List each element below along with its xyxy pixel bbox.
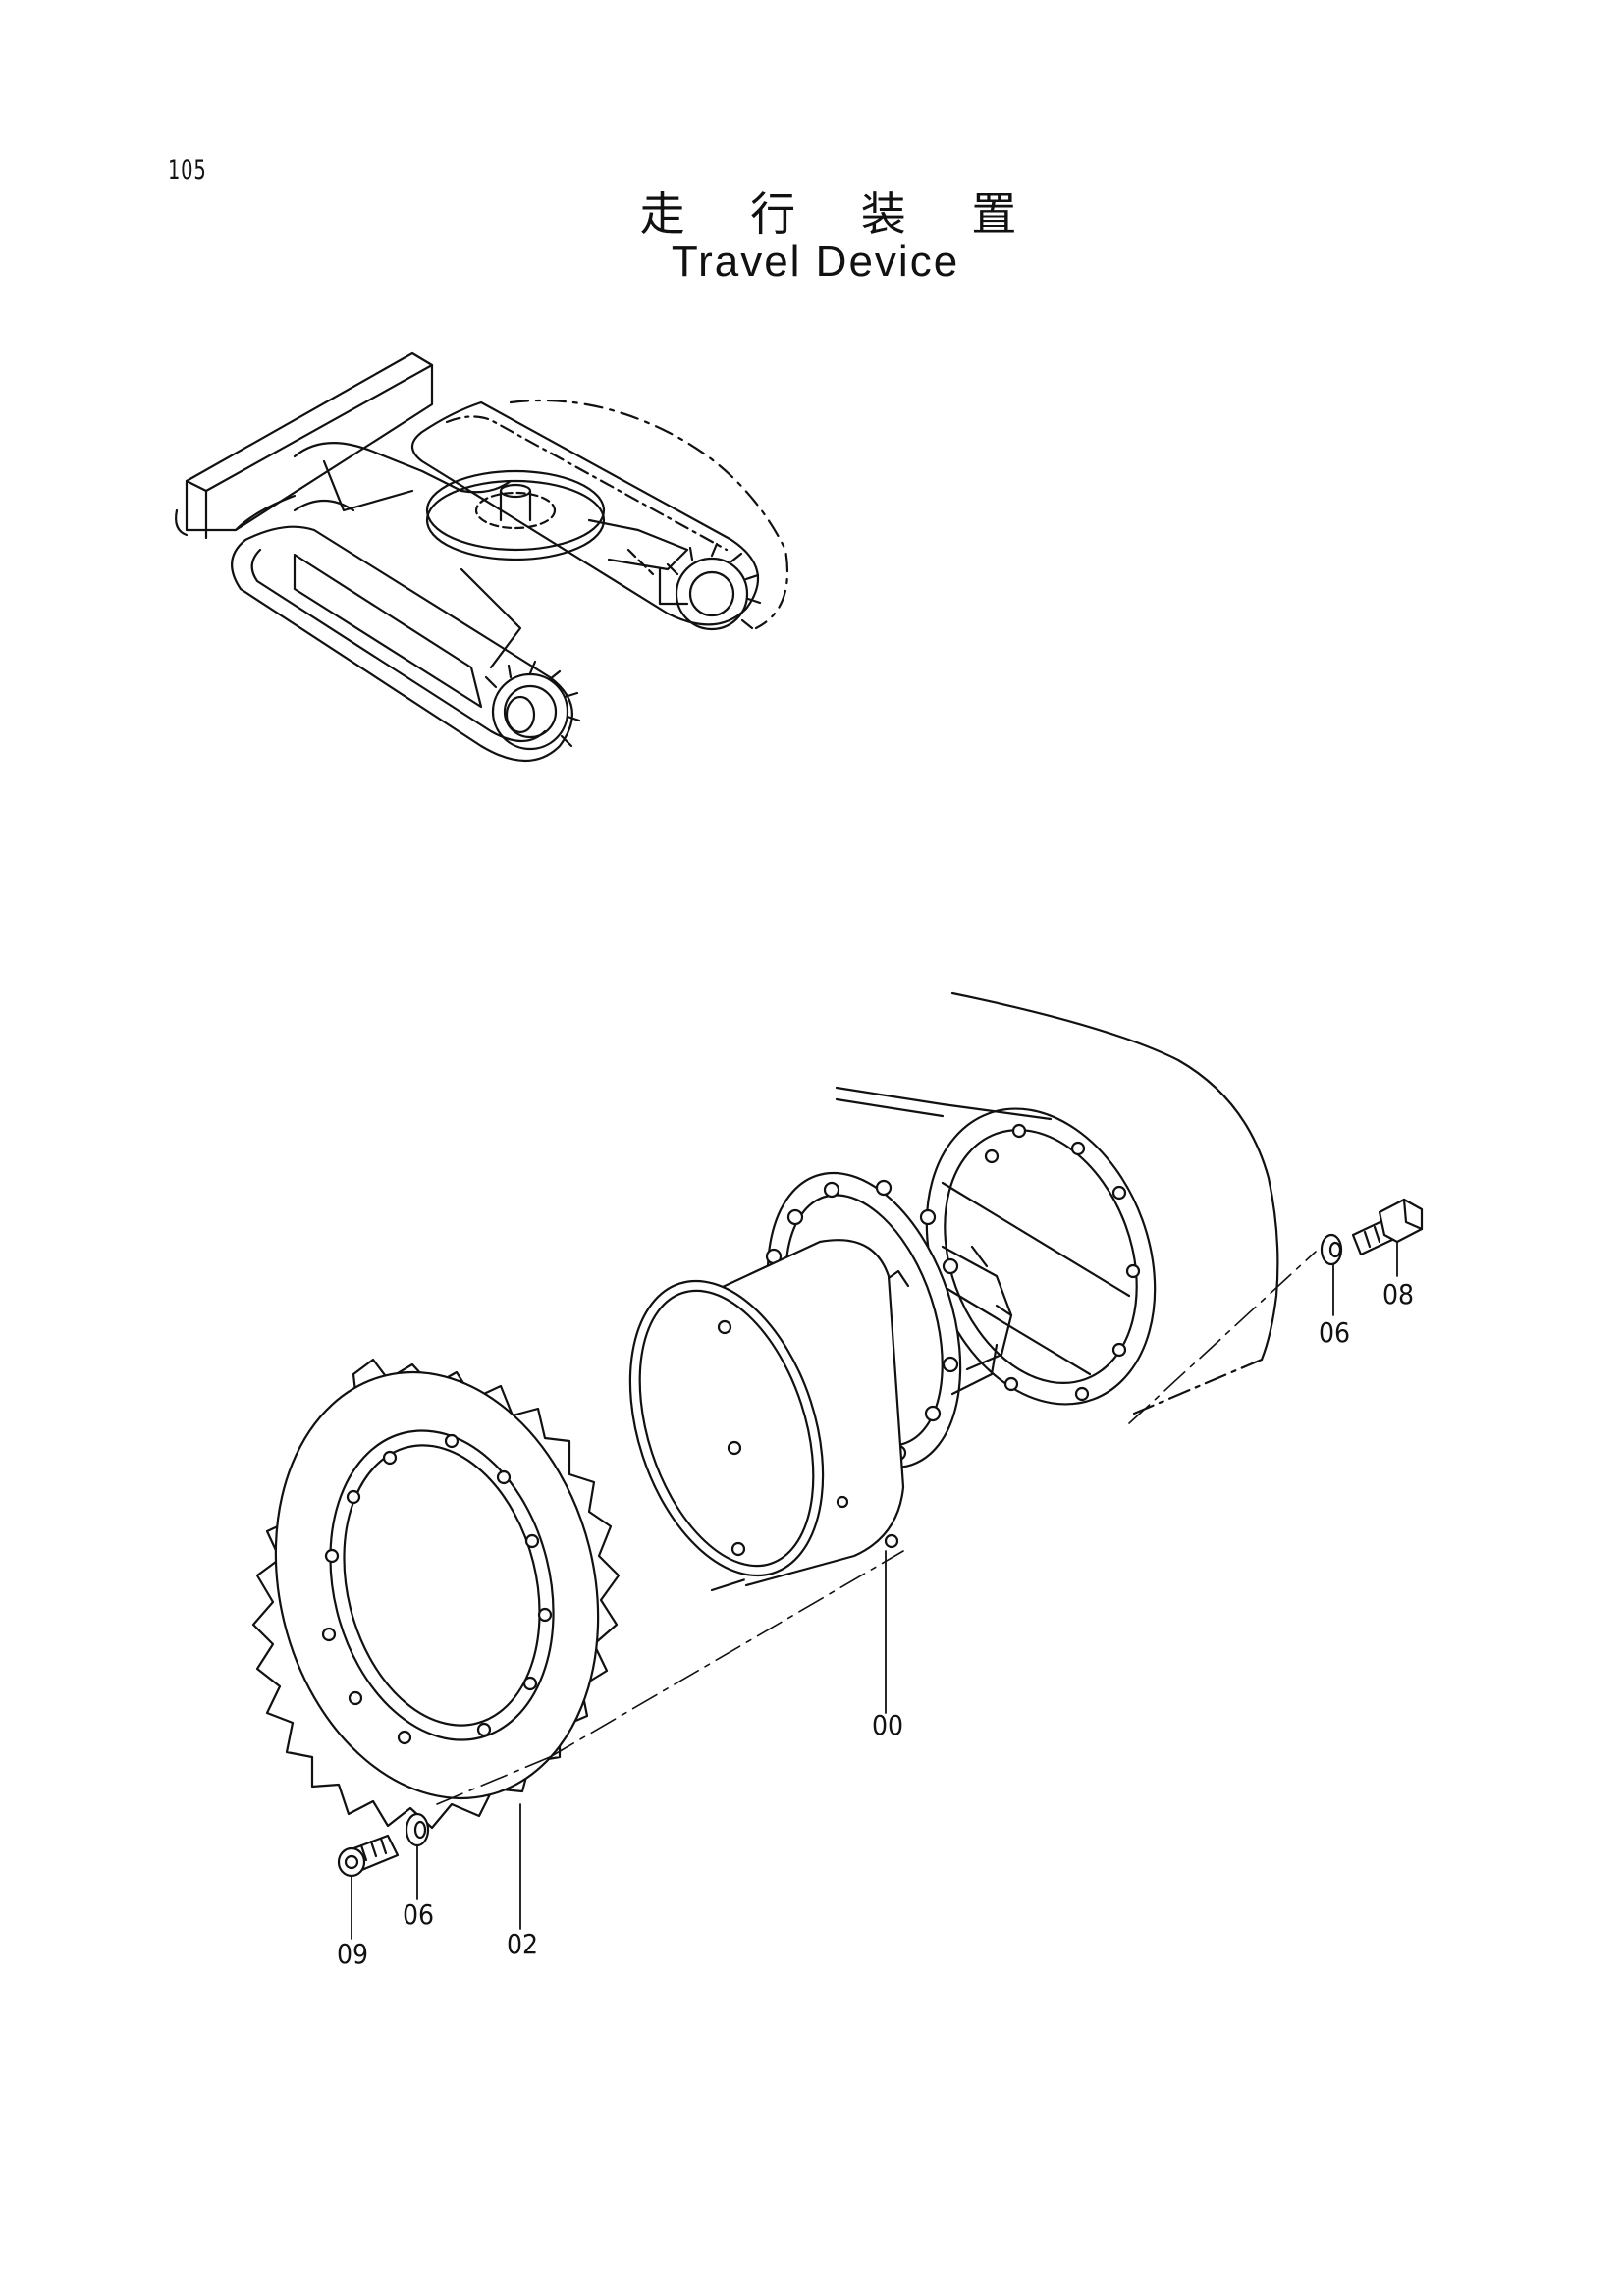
callout-08: 08 (1382, 1278, 1414, 1310)
left-sprocket-icon (484, 660, 581, 751)
callout-00: 00 (872, 1709, 903, 1741)
bolt-09 (337, 1834, 400, 1878)
callout-06-left: 06 (403, 1898, 434, 1931)
page-title-english: Travel Device (671, 238, 960, 286)
callout-02: 02 (507, 1928, 538, 1960)
bolt-08 (1351, 1198, 1424, 1256)
assembly-centerlines (436, 1251, 1317, 1805)
right-sprocket-icon (658, 542, 762, 631)
travel-motor (628, 1171, 1013, 1592)
page-title-japanese: 走 行 装 置 (639, 187, 1043, 240)
undercarriage-overview (175, 351, 789, 763)
callout-06-right: 06 (1319, 1316, 1350, 1349)
callout-09: 09 (337, 1938, 368, 1970)
washer-06-left (405, 1812, 430, 1847)
callout-leaders (351, 1241, 1398, 1940)
washer-06-right (1320, 1233, 1343, 1266)
sprocket (251, 1358, 621, 1830)
page-number: 105 (168, 155, 207, 186)
